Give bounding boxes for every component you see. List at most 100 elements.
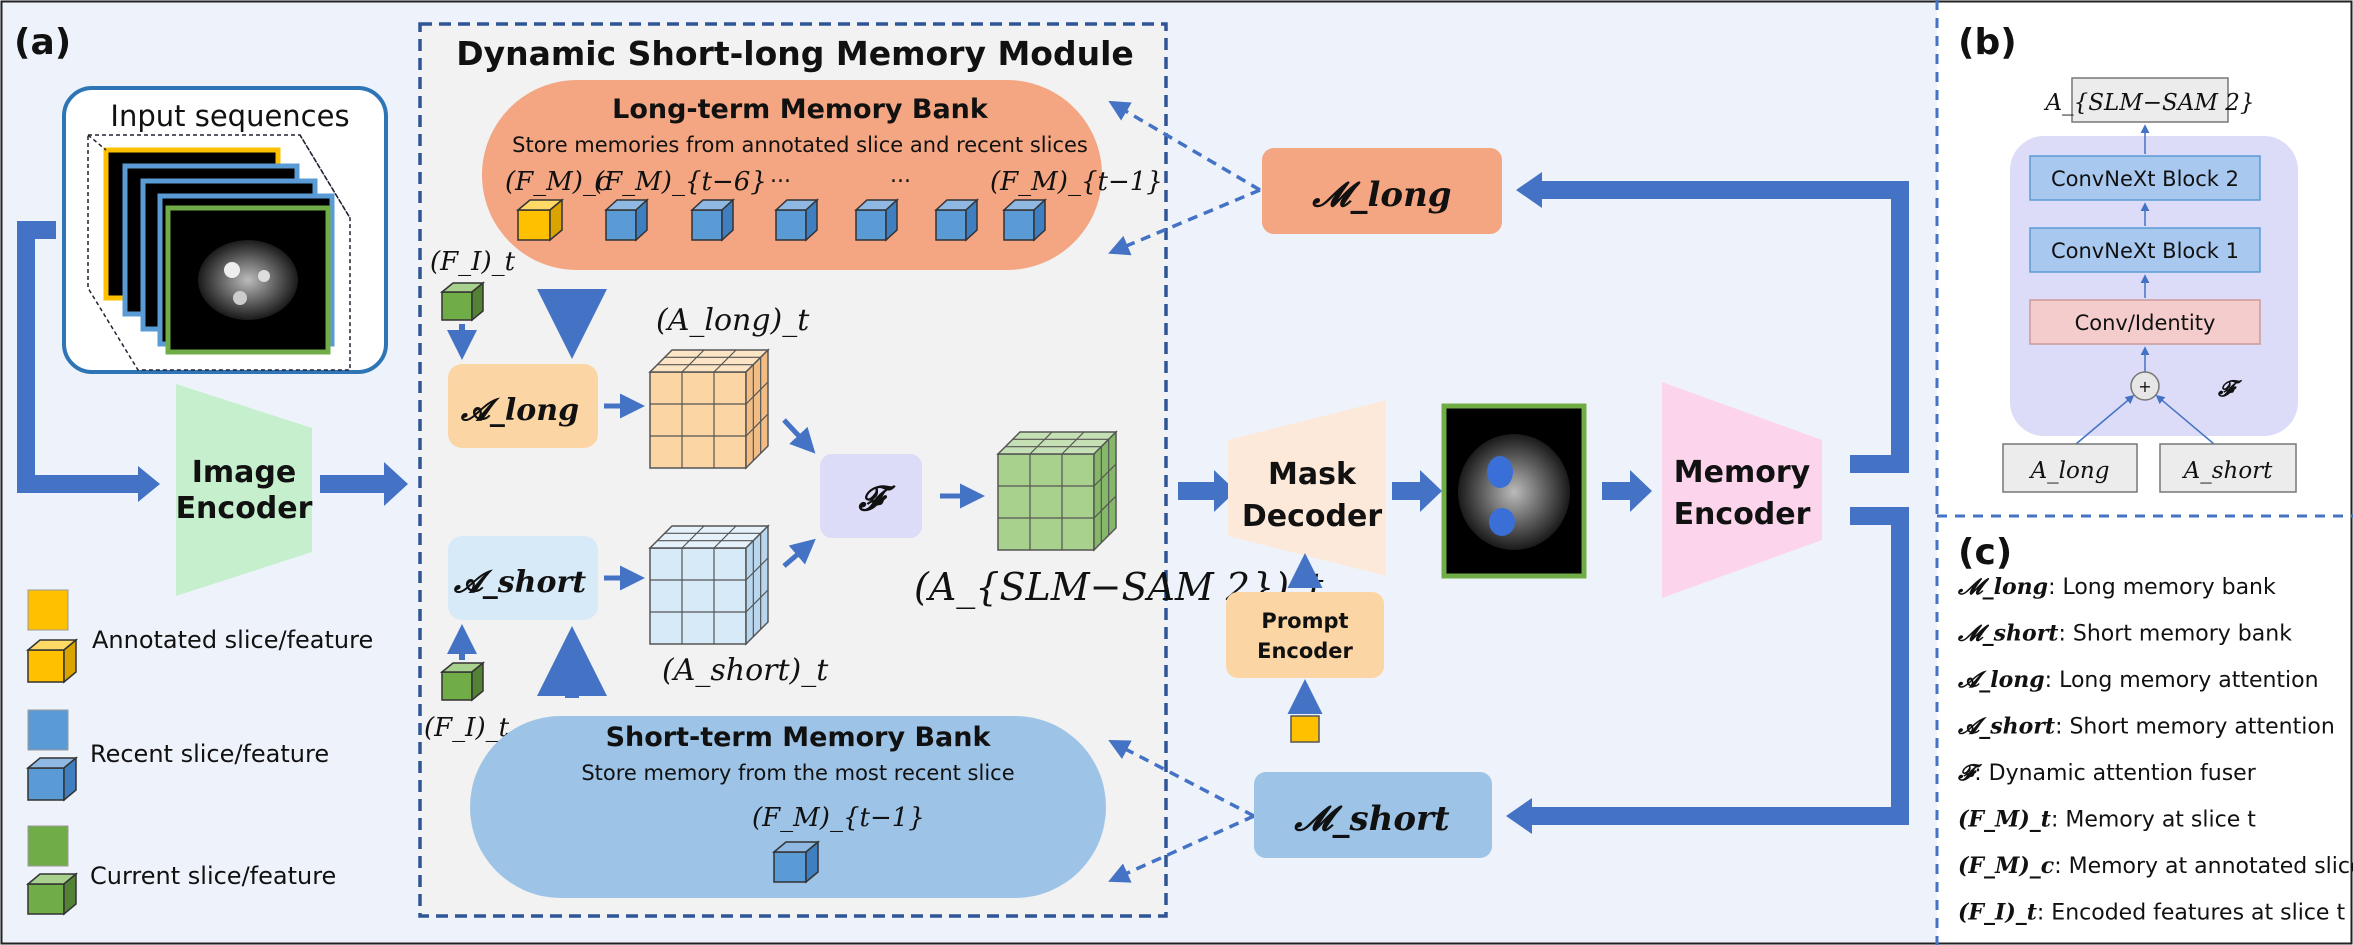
a-short-block — [448, 536, 598, 620]
m-long-label: 𝓜_long — [1311, 175, 1451, 215]
ct-body-current — [198, 240, 298, 320]
panel-label-a: (a) — [14, 22, 71, 63]
memory-cube-recent — [854, 198, 899, 242]
memory-cube-recent — [604, 198, 649, 242]
long-bank-subtitle: Store memories from annotated slice and … — [512, 133, 1088, 157]
segmentation-kidney-lower — [1489, 508, 1515, 536]
arrow-module-to-decoder — [1178, 482, 1216, 500]
convnext-block-2 — [2029, 155, 2261, 201]
input-a-short-label: A_short — [2182, 458, 2274, 484]
arrowhead-decoder-to-mask — [1420, 470, 1442, 512]
convnext-block-1 — [2029, 227, 2261, 273]
m-short-label: 𝓜_short — [1293, 799, 1450, 839]
mask-decoder-line2: Decoder — [1242, 499, 1382, 534]
sum-node-label: + — [2138, 377, 2151, 396]
glossary-item: (F_I)_t: Encoded features at slice t — [1958, 900, 2345, 926]
m-long-block — [1262, 148, 1502, 234]
arrow-along-to-sum — [2075, 394, 2135, 445]
convnext-block-1-label: ConvNeXt Block 1 — [2051, 239, 2239, 263]
module-title: Dynamic Short-long Memory Module — [456, 34, 1134, 73]
legend-cube-current — [25, 872, 79, 916]
prompt-annotation-square — [1290, 715, 1320, 743]
fi-bottom-label: (F_I)_t — [424, 713, 510, 743]
memory-encoder — [1662, 382, 1822, 598]
conv-identity-label: Conv/Identity — [2075, 311, 2216, 335]
cube-current-bottom — [439, 661, 486, 702]
arrowhead-input-to-encoder — [138, 466, 160, 502]
fuser-detail-panel — [2010, 136, 2298, 436]
arrow-ashort-to-sum — [2155, 394, 2215, 445]
arrowhead-encoder-to-mlong — [1516, 172, 1542, 208]
output-a-slm-box — [2071, 77, 2229, 123]
a-short-output-tensor — [648, 524, 770, 646]
memory-encoder-line1: Memory — [1674, 455, 1811, 490]
glossary-item: (F_M)_t: Memory at slice t — [1958, 807, 2256, 833]
arrowhead-mask-to-memory-encoder — [1630, 470, 1652, 512]
input-a-long-label: A_long — [2029, 458, 2110, 484]
memory-cube-recent — [690, 198, 735, 242]
image-encoder-line2: Encoder — [176, 491, 313, 526]
memory-cube-recent — [1002, 198, 1047, 242]
a-long-block — [448, 364, 598, 448]
glossary-item: 𝓕: Dynamic attention fuser — [1957, 760, 2257, 786]
memory-cube-recent — [774, 198, 819, 242]
a-long-output-label: (A_long)_t — [656, 303, 810, 338]
arrowhead-encoder-to-mshort — [1506, 798, 1532, 834]
legend-swatch-annotated — [27, 589, 69, 631]
panel-label-c: (c) — [1958, 532, 2012, 573]
arrow-encoder-to-module — [320, 475, 386, 493]
glossary-item: 𝓐_short: Short memory attention — [1957, 714, 2335, 740]
m-short-block — [1254, 772, 1492, 858]
input-sequences-title: Input sequences — [110, 99, 349, 133]
long-bank-fm-t6: (F_M)_{t−6} — [594, 167, 767, 197]
memory-cube-recent — [934, 198, 979, 242]
arrow-encoder-to-mshort — [1530, 507, 1909, 825]
ct-body-prediction — [1458, 434, 1570, 550]
panel-label-b: (b) — [1958, 22, 2017, 63]
arrowhead-module-to-decoder — [1214, 470, 1236, 512]
memory-encoder-line2: Encoder — [1674, 497, 1811, 532]
segmentation-kidney-upper — [1487, 456, 1513, 488]
short-term-memory-bank — [470, 716, 1106, 898]
prompt-encoder-line1: Prompt — [1261, 609, 1348, 633]
a-long-label: 𝓐_long — [460, 393, 579, 428]
a-slm-output-tensor — [996, 430, 1118, 552]
arrow-mlong-to-bank-read — [1108, 188, 1261, 256]
long-bank-fm-c: (F_M)_c — [505, 167, 611, 197]
long-bank-dots-2: ... — [890, 163, 911, 188]
arrow-mlong-to-bank-write — [1108, 100, 1261, 192]
cube-annotated-memory — [515, 198, 565, 242]
cube-current-top — [439, 281, 486, 322]
short-bank-title: Short-term Memory Bank — [606, 722, 992, 753]
long-bank-fm-t1: (F_M)_{t−1} — [990, 167, 1163, 197]
input-slices — [87, 134, 351, 371]
image-encoder — [176, 384, 312, 596]
long-bank-dots-1: ... — [770, 163, 791, 188]
input-a-short-box — [2159, 443, 2297, 493]
legend-swatch-recent — [27, 709, 69, 751]
arrow-mshort-to-bank-read — [1108, 814, 1255, 883]
glossary-item: 𝓜_long: Long memory bank — [1957, 574, 2276, 600]
arrow-decoder-to-mask — [1392, 482, 1422, 500]
convnext-block-2-label: ConvNeXt Block 2 — [2051, 167, 2239, 191]
arrow-ashort-to-fuser — [782, 538, 816, 568]
arrow-input-to-encoder — [17, 221, 140, 493]
arrow-mask-to-memory-encoder — [1602, 482, 1632, 500]
image-encoder-line1: Image — [192, 455, 297, 490]
arrow-encoder-to-mlong — [1540, 181, 1909, 473]
output-a-slm-label: A_{SLM−SAM 2} — [2043, 90, 2254, 116]
long-bank-recent-cubes — [604, 198, 1047, 242]
legend-cube-recent — [25, 756, 79, 802]
a-short-output-label: (A_short)_t — [662, 653, 829, 688]
sum-node — [2130, 371, 2160, 401]
long-bank-title: Long-term Memory Bank — [612, 94, 989, 125]
arrow-along-to-fuser — [782, 418, 816, 454]
mask-decoder — [1228, 400, 1386, 576]
a-short-label: 𝓐_short — [453, 565, 586, 600]
glossary-item: (F_M)_c: Memory at annotated slice — [1958, 853, 2353, 879]
a-long-output-tensor — [648, 348, 770, 470]
glossary-item: 𝓐_long: Long memory attention — [1957, 667, 2319, 693]
